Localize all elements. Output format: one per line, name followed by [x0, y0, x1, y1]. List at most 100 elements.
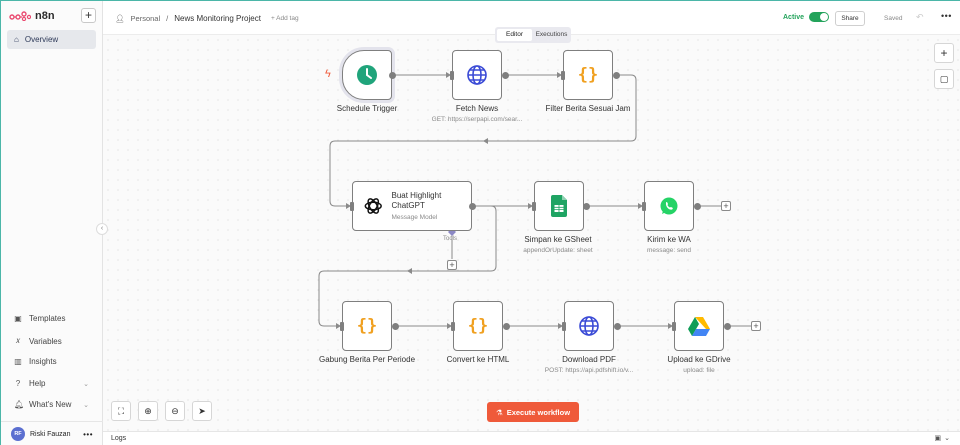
output-port[interactable]: [469, 203, 476, 210]
workflow-name[interactable]: News Monitoring Project: [174, 14, 261, 23]
input-port[interactable]: [450, 71, 454, 80]
code-braces-icon: {}: [356, 316, 378, 336]
add-node-after-wa-button[interactable]: +: [721, 201, 731, 211]
sidebar-item-overview[interactable]: ⌂ Overview: [7, 30, 96, 49]
arrow-icon: [638, 203, 643, 209]
workflow-canvas[interactable]: [103, 35, 960, 431]
app-name: n8n: [35, 10, 55, 22]
zoom-in-icon: ⊕: [144, 405, 152, 416]
sidebar-item-templates[interactable]: ▣ Templates: [14, 314, 89, 323]
node-title: Fetch News: [455, 104, 499, 113]
share-button[interactable]: Share: [835, 11, 865, 26]
arrow-icon: [446, 72, 451, 78]
input-port[interactable]: [642, 202, 646, 211]
arrow-icon: [447, 323, 452, 329]
output-port[interactable]: [583, 203, 590, 210]
node-simpan-gsheet[interactable]: [534, 181, 584, 231]
arrow-icon: [528, 203, 533, 209]
chevron-down-icon: ⌄: [83, 380, 89, 388]
node-fetch-news[interactable]: [452, 50, 502, 100]
input-port[interactable]: [340, 322, 344, 331]
node-title: Gabung Berita Per Periode: [318, 355, 416, 364]
globe-icon: [579, 316, 599, 336]
view-tabs: Editor Executions: [495, 27, 571, 43]
arrow-icon: [557, 72, 562, 78]
output-port[interactable]: [613, 72, 620, 79]
logs-panel-controls-icon[interactable]: ▣⌄: [934, 435, 953, 442]
active-toggle[interactable]: [809, 12, 830, 22]
input-port[interactable]: [451, 322, 455, 331]
sidebar-item-label: Overview: [24, 35, 59, 44]
flask-icon: ⚗︎: [495, 407, 503, 417]
fit-view-icon: ⛶: [117, 405, 125, 416]
input-port[interactable]: [350, 202, 354, 211]
templates-icon: ▣: [14, 314, 22, 323]
n8n-logo[interactable]: n8n: [9, 10, 55, 22]
output-port[interactable]: [724, 323, 731, 330]
add-tag-button[interactable]: + Add tag: [270, 15, 299, 22]
zoom-out-button[interactable]: ⊖: [165, 401, 185, 421]
node-upload-gdrive[interactable]: [674, 301, 724, 351]
node-buat-highlight[interactable]: Buat Highlight ChatGPT Message Model: [352, 181, 472, 231]
whatsapp-icon: [660, 197, 678, 215]
add-tool-button[interactable]: +: [447, 260, 457, 270]
sidebar-item-help[interactable]: ? Help ⌄: [14, 379, 89, 388]
user-menu[interactable]: RF Riski Fauzan •••: [1, 421, 103, 445]
output-port[interactable]: [503, 323, 510, 330]
output-port[interactable]: [389, 72, 396, 79]
chevron-down-icon: ⌄: [83, 401, 89, 409]
sidebar-item-label: Variables: [29, 336, 62, 346]
node-convert-html[interactable]: {}: [453, 301, 503, 351]
code-braces-icon: {}: [577, 65, 599, 85]
breadcrumb-separator: /: [166, 14, 169, 23]
node-download-pdf[interactable]: [564, 301, 614, 351]
input-port[interactable]: [672, 322, 676, 331]
collapse-sidebar-button[interactable]: ‹: [96, 223, 108, 235]
more-options-icon[interactable]: •••: [941, 11, 952, 21]
openai-icon: [364, 198, 382, 214]
logs-panel[interactable]: Logs ▣⌄: [103, 431, 960, 445]
add-button[interactable]: +: [81, 8, 96, 23]
zoom-in-button[interactable]: ⊕: [138, 401, 158, 421]
tidy-up-button[interactable]: ➤: [192, 401, 212, 421]
tab-editor[interactable]: Editor: [497, 29, 532, 41]
sidebar-item-variables[interactable]: 𝑥 Variables: [14, 336, 89, 346]
node-filter-berita[interactable]: {}: [563, 50, 613, 100]
variables-icon: 𝑥: [15, 336, 21, 345]
fit-view-button[interactable]: ⛶: [111, 401, 131, 421]
node-schedule-trigger[interactable]: [342, 50, 392, 100]
output-port[interactable]: [392, 323, 399, 330]
arrow-icon: [483, 138, 488, 144]
globe-icon: [467, 65, 487, 85]
node-title: Convert ke HTML: [446, 355, 510, 364]
node-gabung-berita[interactable]: {}: [342, 301, 392, 351]
arrow-icon: [558, 323, 563, 329]
execute-workflow-button[interactable]: ⚗︎ Execute workflow: [487, 402, 579, 422]
breadcrumb-project[interactable]: Personal: [130, 14, 161, 23]
sidebar-item-insights[interactable]: ▥ Insights: [14, 357, 89, 366]
node-kirim-wa[interactable]: [644, 181, 694, 231]
input-port[interactable]: [532, 202, 536, 211]
home-icon: ⌂: [14, 35, 19, 44]
output-port[interactable]: [614, 323, 621, 330]
add-node-button[interactable]: +: [934, 43, 954, 63]
add-node-after-gdrive-button[interactable]: +: [751, 321, 761, 331]
n8n-logo-icon: [9, 11, 31, 21]
sidebar-item-whats-new[interactable]: 🔔︎ What's New ⌄: [14, 400, 89, 409]
sticky-note-button[interactable]: ▢: [934, 69, 954, 89]
more-icon[interactable]: •••: [83, 429, 93, 439]
input-port[interactable]: [562, 322, 566, 331]
active-toggle-group: Active: [783, 12, 830, 22]
output-port[interactable]: [694, 203, 701, 210]
cursor-icon: ➤: [198, 405, 206, 416]
tab-executions[interactable]: Executions: [535, 31, 568, 38]
zoom-controls: ⛶ ⊕ ⊖ ➤: [111, 401, 212, 421]
arrow-icon: [336, 323, 341, 329]
node-subtitle: POST: https://api.pdfshift.io/v...: [544, 367, 634, 374]
arrow-icon: [346, 203, 351, 209]
undo-icon[interactable]: ↶: [916, 12, 924, 22]
sidebar-item-label: Templates: [29, 314, 66, 323]
output-port[interactable]: [502, 72, 509, 79]
input-port[interactable]: [561, 71, 565, 80]
